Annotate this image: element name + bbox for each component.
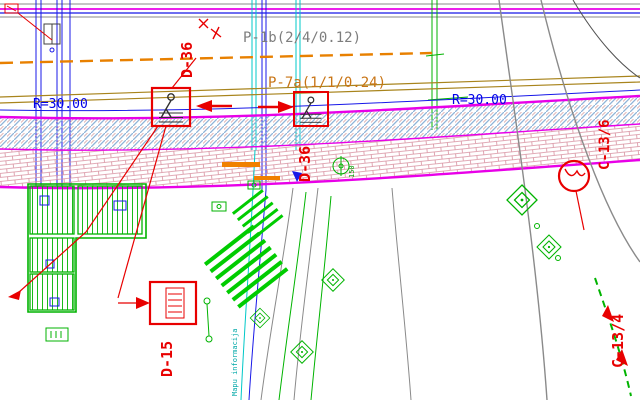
top-boundary-lines bbox=[0, 3, 640, 18]
green-point-markers bbox=[203, 223, 561, 343]
island-hatch bbox=[231, 189, 284, 241]
sign-c13-6[interactable] bbox=[557, 159, 591, 193]
boundary-dashed-green bbox=[594, 277, 632, 397]
red-leader-lines bbox=[17, 12, 585, 304]
hydrant-symbol[interactable] bbox=[332, 156, 350, 176]
survey-marks-red bbox=[4, 3, 222, 40]
label-d36-lower[interactable]: D-36 bbox=[296, 146, 314, 182]
crosswalk-stripes bbox=[203, 224, 289, 309]
sign-d36-upper[interactable] bbox=[150, 86, 192, 128]
equipment-symbols bbox=[45, 180, 261, 342]
tree-symbol[interactable] bbox=[321, 268, 345, 292]
label-c13-6[interactable]: C-13/6 bbox=[597, 119, 613, 170]
road-edge-curves-right bbox=[498, 0, 640, 400]
label-p7a[interactable]: P-7a(1/1/0.24) bbox=[268, 75, 386, 91]
tree-symbol[interactable] bbox=[506, 184, 538, 216]
tree-symbol[interactable] bbox=[290, 340, 314, 364]
label-radius-right[interactable]: R=30.00 bbox=[452, 93, 507, 108]
sign-pointer-arrows bbox=[196, 100, 294, 113]
orange-marking-bars bbox=[222, 162, 280, 180]
parking-area bbox=[27, 183, 147, 313]
leader-arrowhead-d15 bbox=[136, 297, 150, 309]
label-note-vertical[interactable]: Mapu informacija bbox=[231, 329, 239, 396]
pole-symbol bbox=[43, 23, 61, 53]
label-c13-4[interactable]: C-13/4 bbox=[609, 314, 627, 368]
dashed-utility-line bbox=[0, 51, 433, 65]
blue-arrow-marker bbox=[292, 171, 302, 182]
road-edge-curves-center bbox=[240, 149, 412, 400]
label-p1b[interactable]: P-1b(2/4/0.12) bbox=[243, 30, 361, 46]
annotations: P-1b(2/4/0.12) P-7a(1/1/0.24) R=30.00 R=… bbox=[33, 30, 627, 396]
sign-d36-lower[interactable] bbox=[293, 91, 329, 127]
label-radius-left[interactable]: R=30.00 bbox=[33, 97, 88, 112]
label-d15[interactable]: D-15 bbox=[158, 341, 176, 377]
label-d36-upper[interactable]: D-36 bbox=[178, 42, 196, 78]
leader-arrowhead-left bbox=[8, 290, 21, 300]
direction-arrows-red bbox=[602, 305, 628, 366]
thin-blue-edge bbox=[0, 89, 640, 112]
tree-symbol[interactable] bbox=[249, 307, 271, 329]
road-hatch-band bbox=[0, 94, 640, 190]
sign-d15[interactable] bbox=[148, 280, 198, 326]
label-pipe-150[interactable]: 150 bbox=[348, 165, 356, 178]
